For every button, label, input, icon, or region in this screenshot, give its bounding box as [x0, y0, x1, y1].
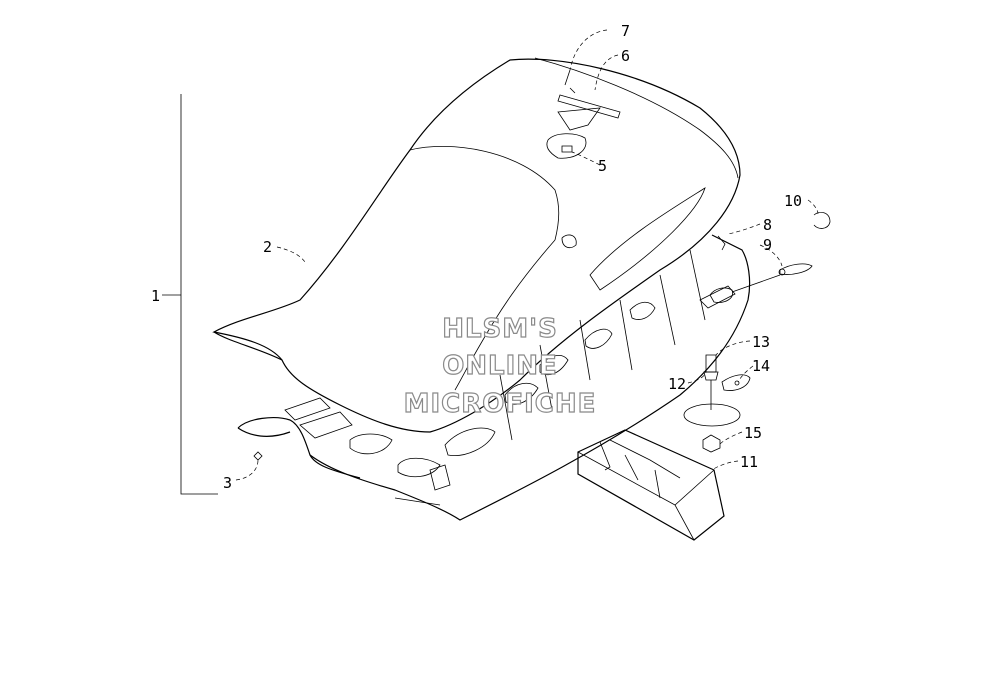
- foam-pad-part: [577, 429, 725, 541]
- callout-9: 9: [763, 236, 772, 254]
- callout-6: 6: [621, 47, 630, 65]
- callout-5: 5: [598, 157, 607, 175]
- callout-15: 15: [744, 424, 762, 442]
- callout-12: 12: [668, 375, 686, 393]
- clip-part: [253, 451, 263, 461]
- hinge-parts: [709, 211, 831, 303]
- callout-2: 2: [263, 238, 272, 256]
- callout-13: 13: [752, 333, 770, 351]
- callout-8: 8: [763, 216, 772, 234]
- watermark-line-2: ONLINE: [442, 351, 558, 381]
- seat-base-part: [237, 234, 751, 521]
- leader-lines: [235, 29, 819, 481]
- watermark-line-1: HLSM'S: [442, 314, 558, 344]
- callout-11: 11: [740, 453, 758, 471]
- latch-bracket-part: [546, 69, 621, 159]
- callout-labels: 1 2 3 5 6 7 8 9 10 11 12 13 14 15: [151, 22, 802, 492]
- callout-10: 10: [784, 192, 802, 210]
- callout-1: 1: [151, 287, 160, 305]
- watermark-line-3: MICROFICHE: [404, 389, 597, 419]
- bolt-hardware-parts: [683, 354, 751, 453]
- watermark: HLSM'S ONLINE MICROFICHE: [403, 313, 597, 419]
- callout-14: 14: [752, 357, 770, 375]
- assembly-bracket: [162, 94, 218, 495]
- callout-7: 7: [621, 22, 630, 40]
- seat-cushion-part: [212, 57, 741, 441]
- callout-3: 3: [223, 474, 232, 492]
